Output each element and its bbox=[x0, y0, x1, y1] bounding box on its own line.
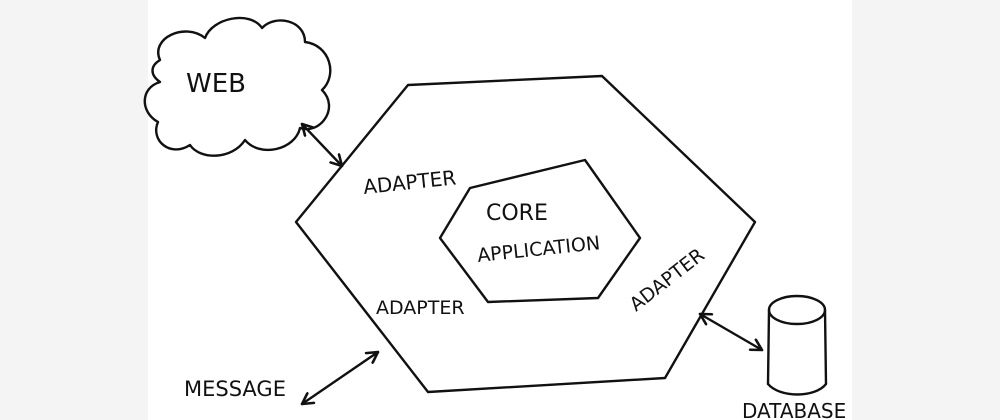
database-label: DATABASE bbox=[742, 399, 846, 420]
web-label: WEB bbox=[186, 69, 246, 99]
web-cloud-shape bbox=[143, 16, 332, 157]
adapter-left-label: ADAPTER bbox=[376, 297, 465, 319]
message-arrow bbox=[302, 352, 378, 404]
outer-hexagon bbox=[294, 74, 757, 394]
adapter-right-label: ADAPTER bbox=[626, 244, 709, 316]
database-cylinder-icon bbox=[766, 294, 828, 396]
core-hexagon bbox=[438, 158, 642, 304]
core-label-line2: APPLICATION bbox=[476, 232, 601, 267]
adapter-top-label: ADAPTER bbox=[362, 165, 457, 199]
database-arrow bbox=[700, 314, 762, 350]
web-arrow bbox=[302, 124, 342, 166]
message-label: MESSAGE bbox=[184, 377, 286, 401]
core-label-line1: CORE bbox=[486, 201, 548, 226]
